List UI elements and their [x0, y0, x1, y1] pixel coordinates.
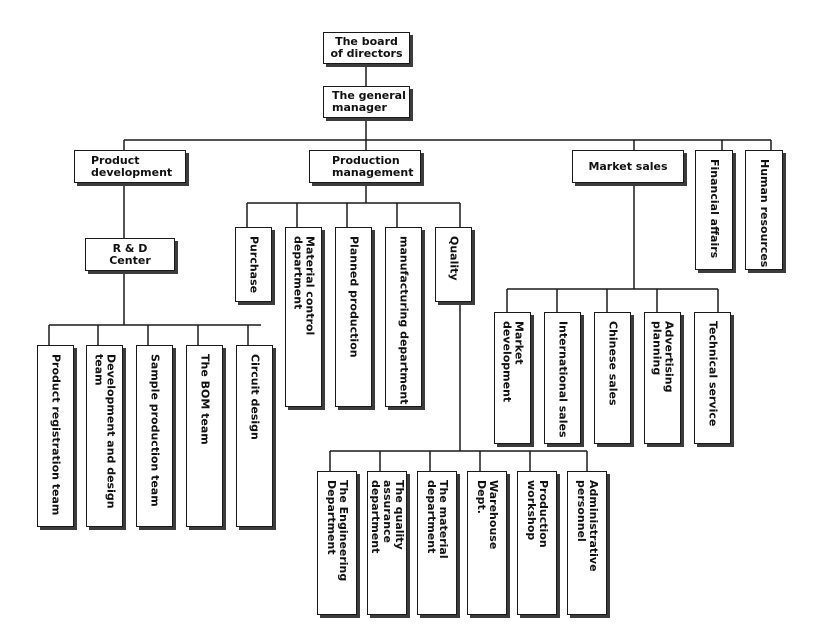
production-unit-box: Material control department	[285, 227, 322, 407]
quality-unit-box: Production workshop	[517, 471, 557, 615]
rd-team-box: Sample production team	[136, 345, 173, 527]
quality-unit-label: The quality assurance department	[369, 480, 406, 554]
market-unit-label: Chinese sales	[606, 321, 620, 406]
quality-unit-label: Production workshop	[525, 480, 550, 548]
quality-unit-label: The Engineering Department	[325, 480, 350, 582]
market-unit-label: Advertising planning	[650, 321, 676, 393]
rd-team-label: Development and design team	[92, 354, 118, 509]
quality-unit-box: The quality assurance department	[367, 471, 407, 615]
quality-unit-label: Warehouse Dept.	[475, 480, 500, 550]
quality-box: Quality	[435, 227, 472, 302]
quality-unit-label: Administrative personnel	[575, 480, 600, 572]
production-unit-label: Planned production	[347, 236, 361, 358]
market-unit-label: Technical service	[706, 321, 720, 427]
human-resources-box: Human resources	[745, 150, 783, 270]
production-unit-box: Purchase	[235, 227, 272, 302]
production-unit-label: Quality	[447, 236, 461, 281]
production-unit-label: manufacturing department	[397, 236, 411, 405]
production-unit-label: Material control department	[291, 236, 317, 336]
market-sales-box: Market sales	[572, 150, 684, 183]
product-development-box: Product development	[74, 150, 186, 183]
production-management-box: Production management	[309, 150, 421, 183]
board-of-directors-box: The board of directors	[323, 32, 410, 64]
quality-unit-box: The Engineering Department	[317, 471, 357, 615]
quality-unit-box: The material department	[417, 471, 457, 615]
rd-team-box: Development and design team	[86, 345, 123, 527]
production-unit-box: Planned production	[335, 227, 372, 407]
human-resources-label: Human resources	[758, 159, 771, 268]
rd-team-box: The BOM team	[186, 345, 223, 527]
market-unit-box: Advertising planning	[644, 312, 681, 444]
market-unit-box: Market development	[494, 312, 531, 444]
general-manager-box: The general manager	[323, 86, 410, 118]
production-unit-box: manufacturing department	[385, 227, 422, 407]
financial-affairs-box: Financial affairs	[695, 150, 733, 270]
market-unit-label: International sales	[556, 321, 570, 438]
quality-unit-box: Administrative personnel	[567, 471, 607, 615]
market-unit-label: Market development	[500, 321, 526, 403]
financial-affairs-label: Financial affairs	[708, 159, 721, 259]
rd-team-label: Product registration team	[49, 354, 63, 516]
rd-team-label: Circuit design	[248, 354, 262, 440]
quality-unit-label: The material department	[425, 480, 450, 559]
quality-unit-box: Warehouse Dept.	[467, 471, 507, 615]
rd-team-label: The BOM team	[198, 354, 212, 445]
rd-team-box: Product registration team	[37, 345, 74, 527]
rd-center-box: R & D Center	[85, 238, 175, 271]
market-unit-box: Chinese sales	[594, 312, 631, 444]
production-unit-label: Purchase	[247, 236, 261, 294]
rd-team-label: Sample production team	[148, 354, 162, 507]
rd-team-box: Circuit design	[236, 345, 273, 527]
market-unit-box: Technical service	[694, 312, 731, 444]
market-unit-box: International sales	[544, 312, 581, 444]
